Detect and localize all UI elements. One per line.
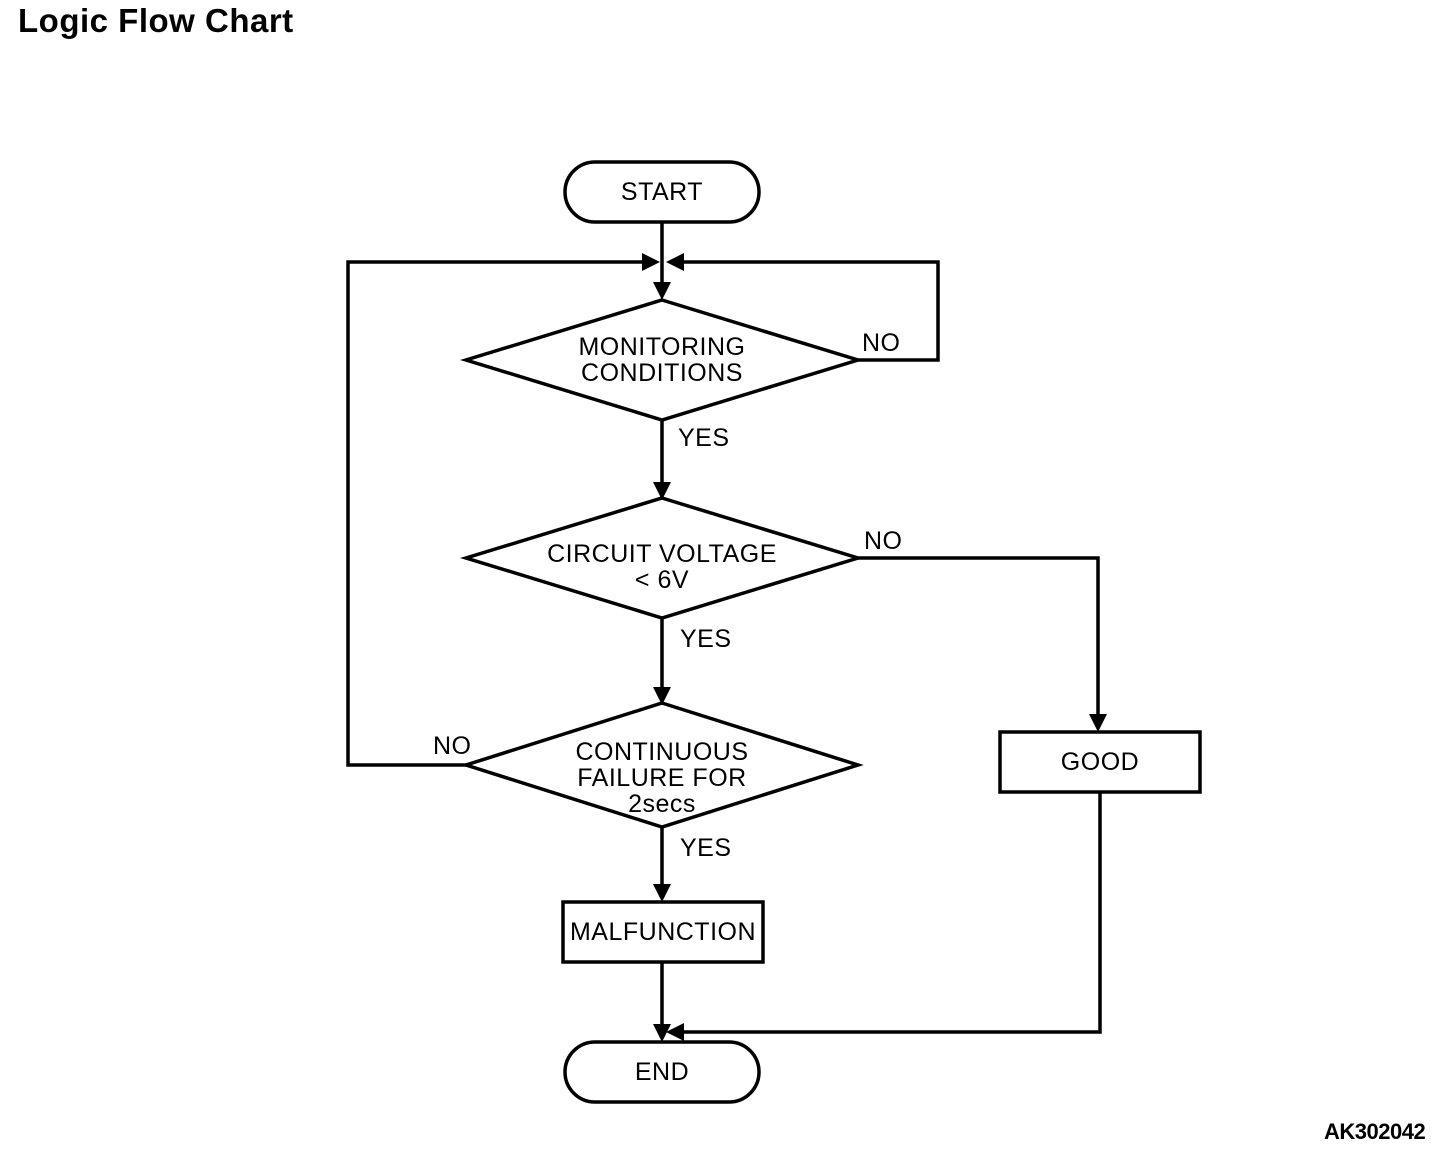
voltage-no-label: NO (864, 527, 903, 555)
edge-monitoring-no-loop (682, 260, 940, 362)
edge-failure-no-loop (346, 260, 644, 767)
failure-yes-label: YES (680, 834, 732, 862)
failure-decision-label: CONTINUOUS FAILURE FOR 2secs (575, 737, 749, 819)
arrowhead-into-end (653, 1024, 671, 1042)
good-node-label: GOOD (1060, 747, 1140, 776)
arrowhead-junction-left (666, 253, 684, 271)
arrowhead-into-monitoring (653, 282, 671, 300)
edge-voltage-no (858, 556, 1100, 716)
page-title: Logic Flow Chart (18, 2, 294, 39)
end-node-label: END (634, 1057, 690, 1086)
monitoring-yes-label: YES (678, 424, 730, 452)
arrowhead-into-failure (653, 687, 671, 705)
malfunction-node-shape (561, 900, 765, 964)
arrowhead-into-voltage (653, 482, 671, 500)
edge-good-to-end (682, 792, 1102, 1034)
failure-decision-shape (460, 701, 864, 829)
figure-code: AK302042 (1324, 1119, 1426, 1144)
voltage-decision-label: CIRCUIT VOLTAGE < 6V (547, 539, 777, 594)
arrowhead-into-malfunction (653, 884, 671, 902)
voltage-yes-label: YES (680, 625, 732, 653)
start-node-shape (563, 160, 761, 224)
good-node-shape (998, 730, 1202, 794)
monitoring-decision-shape (460, 298, 864, 422)
arrowhead-good-join (666, 1023, 684, 1041)
start-node-label: START (620, 177, 704, 206)
monitoring-decision-label: MONITORING CONDITIONS (578, 332, 746, 387)
end-node-shape (563, 1040, 761, 1104)
arrowhead-junction-right (642, 253, 660, 271)
voltage-decision-shape (460, 496, 864, 620)
failure-no-label: NO (433, 732, 472, 760)
malfunction-node-label: MALFUNCTION (569, 917, 757, 946)
monitoring-no-label: NO (862, 329, 901, 357)
arrowhead-into-good (1089, 714, 1107, 732)
